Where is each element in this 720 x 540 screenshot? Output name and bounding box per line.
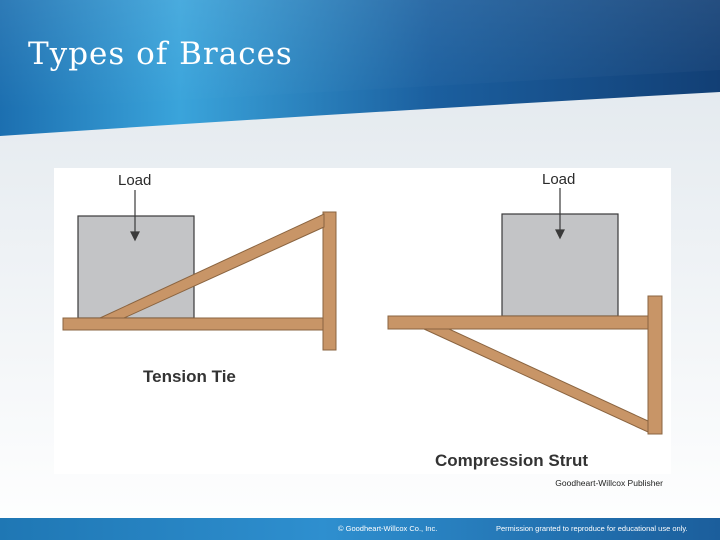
image-credit: Goodheart-Willcox Publisher [555, 478, 663, 488]
compression-strut-figure [387, 188, 663, 435]
footer-permission: Permission granted to reproduce for educ… [496, 524, 688, 533]
load-arrow [130, 190, 140, 242]
compression-strut-caption: Compression Strut [435, 451, 589, 470]
tension-tie-load-label: Load [118, 172, 152, 189]
footer-copyright: © Goodheart-Willcox Co., Inc. [338, 524, 438, 533]
tension-tie-figure [62, 190, 337, 351]
wall-post [322, 211, 337, 351]
shelf-board [62, 317, 324, 331]
tension-tie-caption: Tension Tie [143, 367, 236, 386]
compression-brace [423, 328, 649, 433]
load-arrow [555, 188, 565, 240]
wall-post [647, 295, 663, 435]
shelf-board [387, 315, 649, 330]
footer-bar: © Goodheart-Willcox Co., Inc. Permission… [0, 518, 720, 540]
tension-brace [99, 213, 325, 319]
braces-illustration [62, 188, 663, 435]
slide-title: Types of Braces [28, 36, 293, 72]
compression-strut-load-label: Load [542, 171, 576, 188]
braces-diagram: Load Tension Tie Load Compression Strut [54, 168, 671, 474]
